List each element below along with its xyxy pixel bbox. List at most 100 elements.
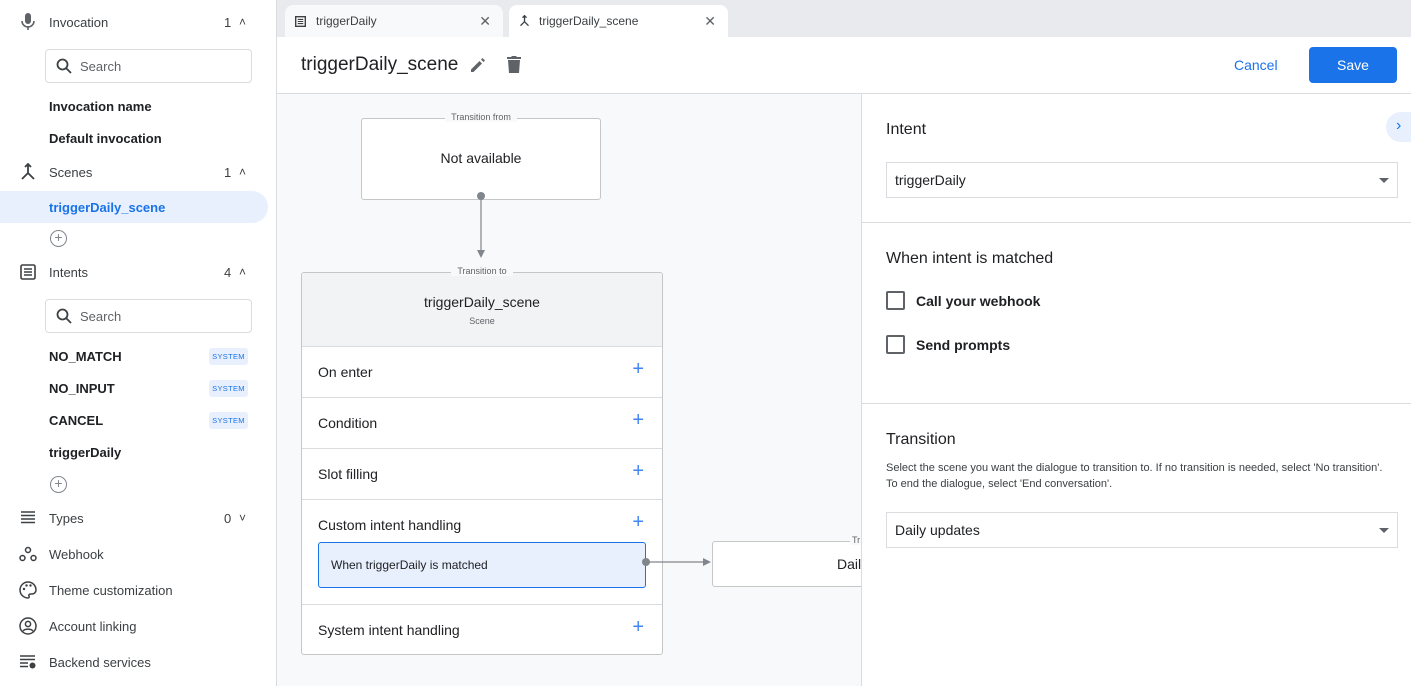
system-badge: SYSTEM xyxy=(209,412,248,429)
search-icon xyxy=(56,308,72,324)
row-system-intent-handling[interactable]: System intent handling+ xyxy=(302,604,662,655)
page-header: triggerDaily_scene Cancel Save xyxy=(277,37,1411,94)
sidebar-intent-item[interactable]: triggerDaily xyxy=(49,445,122,460)
scene-title: triggerDaily_scene xyxy=(424,294,540,310)
page-title: triggerDaily_scene xyxy=(301,54,459,75)
link-label: Backend services xyxy=(49,654,151,670)
add-icon[interactable]: + xyxy=(632,616,644,638)
add-icon[interactable]: + xyxy=(632,358,644,380)
divider xyxy=(862,403,1411,404)
intents-search[interactable] xyxy=(45,299,252,333)
section-label: Invocation xyxy=(49,14,109,30)
section-count: 0 xyxy=(224,510,232,526)
list-icon xyxy=(18,508,38,528)
row-on-enter[interactable]: On enter+ xyxy=(302,346,662,397)
sidebar-item-default-invocation[interactable]: Default invocation xyxy=(49,131,162,146)
section-label: Types xyxy=(49,510,84,526)
chevron-up-icon[interactable]: ˄ xyxy=(239,165,247,179)
dropdown-arrow-icon xyxy=(1379,528,1389,533)
sidebar-intent-item[interactable]: NO_INPUT xyxy=(49,381,115,396)
sidebar-section-intents[interactable]: Intents 4 ˄ xyxy=(0,257,276,287)
scene-canvas: Transition from Not available Transition… xyxy=(277,94,861,686)
node-legend: Tr xyxy=(850,535,861,545)
link-label: Account linking xyxy=(49,618,137,634)
tab-triggerdaily[interactable]: triggerDaily ✕ xyxy=(285,5,503,37)
edit-icon[interactable] xyxy=(469,56,487,74)
node-legend: Transition to xyxy=(451,266,513,276)
transition-heading: Transition xyxy=(886,431,956,448)
system-badge: SYSTEM xyxy=(209,348,248,365)
add-intent-icon[interactable]: + xyxy=(50,476,67,493)
intent-handler-card[interactable]: When triggerDaily is matched xyxy=(318,542,646,588)
checkbox-label: Call your webhook xyxy=(916,292,1041,309)
transition-target-node[interactable]: Tr Dail xyxy=(712,535,861,587)
chevron-right-icon[interactable]: › xyxy=(1386,112,1411,142)
sidebar-intent-item[interactable]: CANCEL xyxy=(49,413,104,428)
sidebar-item-scene-selected[interactable]: triggerDaily_scene xyxy=(0,191,268,223)
dropdown-arrow-icon xyxy=(1379,178,1389,183)
checkbox-icon[interactable] xyxy=(886,291,905,310)
scene-subtitle: Scene xyxy=(469,316,495,326)
tab-bar: triggerDaily ✕ triggerDaily_scene ✕ xyxy=(277,0,1411,37)
system-badge: SYSTEM xyxy=(209,380,248,397)
add-scene-icon[interactable]: + xyxy=(50,230,67,247)
sidebar-section-scenes[interactable]: Scenes 1 ˄ xyxy=(0,157,276,187)
sidebar-item-theme[interactable]: Theme customization xyxy=(0,575,276,605)
intent-select[interactable]: triggerDaily xyxy=(886,162,1398,198)
add-icon[interactable]: + xyxy=(632,409,644,431)
row-condition[interactable]: Condition + xyxy=(302,397,662,448)
transition-from-node: Transition from Not available xyxy=(361,112,601,200)
call-webhook-checkbox[interactable]: Call your webhook xyxy=(886,291,1040,310)
row-label: Slot filling xyxy=(318,466,378,482)
select-value: Daily updates xyxy=(895,522,980,538)
intent-details-panel: › Intent triggerDaily When intent is mat… xyxy=(861,94,1411,686)
matched-heading: When intent is matched xyxy=(886,250,1054,267)
palette-icon xyxy=(18,580,38,600)
invocation-search-input[interactable] xyxy=(80,58,230,74)
chevron-up-icon[interactable]: ˄ xyxy=(239,15,247,29)
row-slot-filling[interactable]: Slot filling + xyxy=(302,448,662,499)
add-icon[interactable]: + xyxy=(632,511,644,533)
webhook-icon xyxy=(18,544,38,564)
connector-arrow xyxy=(642,558,711,566)
checkbox-icon[interactable] xyxy=(886,335,905,354)
invocation-search[interactable] xyxy=(45,49,252,83)
select-value: triggerDaily xyxy=(895,172,966,188)
tab-label: triggerDaily xyxy=(316,14,377,28)
chevron-down-icon[interactable]: ˅ xyxy=(239,511,247,525)
transition-description: Select the scene you want the dialogue t… xyxy=(886,462,1383,490)
divider xyxy=(862,222,1411,223)
close-icon[interactable]: ✕ xyxy=(704,12,716,29)
checkbox-label: Send prompts xyxy=(916,336,1011,353)
transition-to-node: Transition to triggerDaily_scene Scene O… xyxy=(301,266,663,655)
sidebar-item-webhook[interactable]: Webhook xyxy=(0,539,276,569)
delete-icon[interactable] xyxy=(506,55,522,74)
cancel-button[interactable]: Cancel xyxy=(1234,57,1278,73)
section-count: 1 xyxy=(224,164,232,180)
section-label: Intents xyxy=(49,264,89,280)
tab-triggerdaily-scene[interactable]: triggerDaily_scene ✕ xyxy=(509,5,728,37)
sidebar-section-types[interactable]: Types 0 ˅ xyxy=(0,503,276,533)
node-text: Not available xyxy=(440,150,522,166)
sidebar-section-invocation[interactable]: Invocation 1 ˄ xyxy=(0,7,276,37)
sidebar-item-invocation-name[interactable]: Invocation name xyxy=(49,99,152,114)
connector-arrow xyxy=(477,192,485,258)
link-label: Theme customization xyxy=(49,582,173,598)
intent-icon xyxy=(18,262,38,282)
section-count: 4 xyxy=(224,264,232,280)
row-label: Condition xyxy=(318,415,378,431)
sidebar-item-backend-services[interactable]: Backend services xyxy=(0,647,276,677)
send-prompts-checkbox[interactable]: Send prompts xyxy=(886,335,1010,354)
sidebar-item-account-linking[interactable]: Account linking xyxy=(0,611,276,641)
scene-icon xyxy=(18,162,38,182)
row-custom-intent-handling[interactable]: Custom intent handling+ When triggerDail… xyxy=(302,499,662,604)
transition-select[interactable]: Daily updates xyxy=(886,512,1398,548)
sidebar-intent-item[interactable]: NO_MATCH xyxy=(49,349,122,364)
chevron-up-icon[interactable]: ˄ xyxy=(239,265,247,279)
intents-search-input[interactable] xyxy=(80,308,230,324)
save-button[interactable]: Save xyxy=(1309,47,1397,83)
close-icon[interactable]: ✕ xyxy=(479,12,491,29)
backend-settings-icon xyxy=(18,652,38,672)
scene-label: triggerDaily_scene xyxy=(49,200,166,215)
add-icon[interactable]: + xyxy=(632,460,644,482)
